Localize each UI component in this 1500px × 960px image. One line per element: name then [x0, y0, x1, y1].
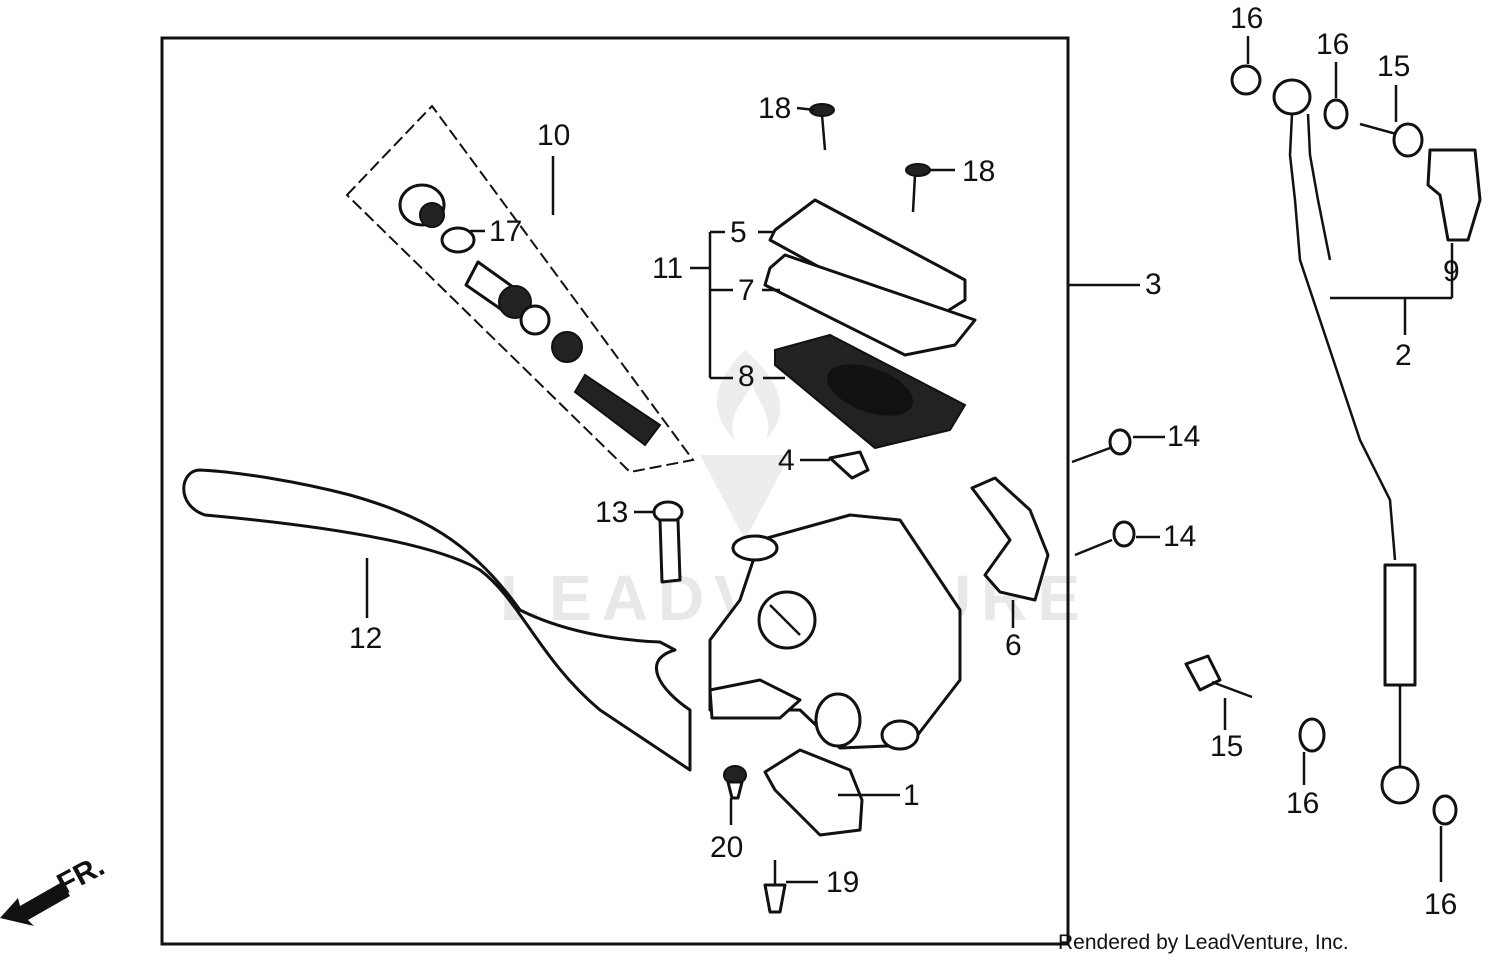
callout-5: 5: [730, 216, 747, 249]
callout-8: 8: [738, 360, 755, 393]
handlebar-holder: [970, 476, 1050, 602]
callout-16-top-left: 16: [1230, 2, 1263, 35]
callout-11: 11: [652, 252, 683, 285]
callout-20: 20: [710, 831, 743, 864]
callout-17: 17: [489, 215, 522, 248]
lever-pivot-bolt: [652, 500, 684, 584]
callout-13: 13: [595, 496, 628, 529]
callout-2: 2: [1395, 339, 1412, 372]
callout-19: 19: [826, 866, 859, 899]
callout-15-upper: 15: [1377, 50, 1410, 83]
front-stop-switch: [723, 748, 864, 837]
callout-18-left: 18: [758, 92, 791, 125]
holder-bolts: [1071, 428, 1136, 557]
master-cylinder-body: [708, 513, 962, 751]
cap-screws: [809, 103, 931, 213]
callout-14-lower: 14: [1163, 520, 1196, 553]
callouts: 1 2 3 4 5 6 7 8 9 10 11 12 13 14 14 15 1…: [349, 2, 1460, 921]
callout-16-bottom-left: 16: [1286, 787, 1319, 820]
diaphragm-plate: [828, 450, 870, 480]
master-cylinder-assembly-box: [160, 36, 1070, 946]
callout-12: 12: [349, 622, 382, 655]
reservoir-cap-stack: [763, 198, 977, 450]
callout-15-lower: 15: [1210, 730, 1243, 763]
callout-9: 9: [1443, 255, 1460, 288]
front-direction-marker: FR.: [0, 849, 110, 926]
oil-bolts: [1184, 122, 1424, 699]
switch-screw: [763, 860, 787, 914]
callout-16-bottom-right: 16: [1424, 888, 1457, 921]
front-direction-arrow-icon: [0, 882, 70, 926]
render-credit: Rendered by LeadVenture, Inc.: [1058, 931, 1349, 954]
callout-10: 10: [537, 119, 570, 152]
callout-18-right: 18: [962, 155, 995, 188]
callout-16-top-right: 16: [1316, 28, 1349, 61]
brake-hose: [1272, 78, 1420, 805]
hose-boot: [1426, 148, 1482, 242]
sealing-washers: [1230, 64, 1458, 826]
brake-lever: [182, 468, 692, 772]
piston-kit-parts: [398, 183, 662, 447]
callout-6: 6: [1005, 629, 1022, 662]
callout-4: 4: [778, 444, 795, 477]
callout-14-upper: 14: [1167, 420, 1200, 453]
callout-7: 7: [738, 274, 755, 307]
piston-kit-box: [345, 104, 695, 474]
callout-3: 3: [1145, 268, 1162, 301]
callout-1: 1: [903, 779, 920, 812]
leader-lines: [365, 36, 1454, 884]
